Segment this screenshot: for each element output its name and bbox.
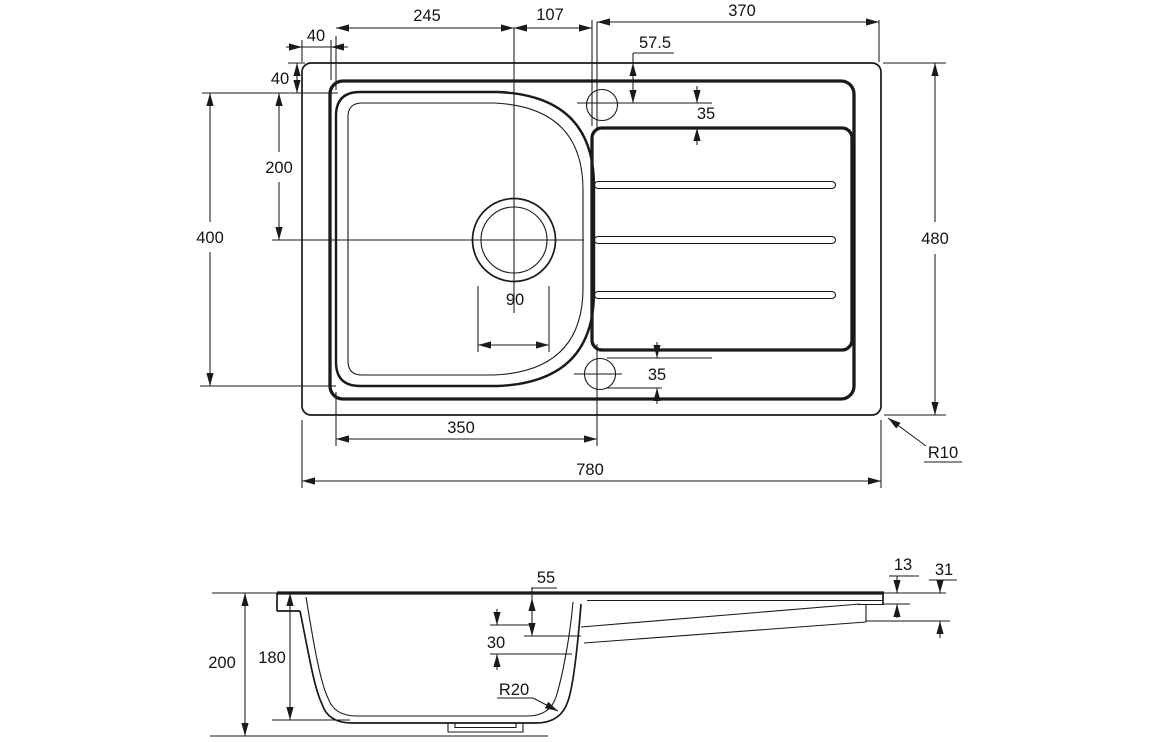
dim-label-bowl-depth: 180 — [258, 649, 286, 667]
bowl-section-inner-wall — [305, 596, 574, 717]
dim-label-tap-to-drainer-bottom: 35 — [648, 366, 666, 384]
dim-label-bowl-left-to-drain: 245 — [413, 7, 441, 25]
dim-label-tap-to-drainer-top: 35 — [697, 105, 715, 123]
dim-label-drainer-step: 30 — [487, 634, 505, 652]
dim-label-bowl-top-to-drain: 200 — [265, 159, 293, 177]
bowl-inner-outline — [347, 102, 584, 376]
plan-extension-lines — [200, 20, 962, 488]
dim-label-tap-hole-from-top: 57.5 — [639, 34, 671, 52]
tap-hole-top — [577, 22, 712, 128]
section-extension-lines — [210, 575, 957, 737]
dim-label-bowl-width: 350 — [447, 419, 475, 437]
drainer-groove-1 — [593, 180, 837, 190]
dim-label-ledge-drop: 55 — [537, 569, 555, 587]
dim-label-bowl-length: 400 — [196, 229, 224, 247]
drainer-groove-2 — [593, 235, 837, 245]
section-view: 200 180 55 30 R20 13 31 — [208, 556, 957, 737]
dim-label-drain-diameter: 90 — [506, 291, 524, 309]
dim-label-edge-thickness: 13 — [894, 556, 912, 574]
dim-label-rim-offset-vertical: 40 — [271, 70, 289, 88]
dim-label-rim-offset-horizontal: 40 — [307, 27, 325, 45]
dim-label-edge-return-depth: 31 — [935, 561, 953, 579]
dim-label-corner-radius: R10 — [928, 444, 958, 462]
dim-label-section-overall-depth: 200 — [208, 654, 236, 672]
dim-label-overall-depth: 480 — [921, 230, 949, 248]
dim-label-drain-to-bowl-edge: 107 — [536, 6, 564, 24]
dim-label-overall-width: 780 — [576, 461, 604, 479]
drainer-groove-3 — [593, 290, 837, 300]
drainer-panel — [590, 126, 854, 352]
dim-label-bowl-bottom-radius: R20 — [499, 681, 529, 699]
bowl-section-outer-wall — [299, 603, 582, 724]
bowl-outer-outline — [334, 90, 596, 388]
plan-view: 245 107 370 40 40 57.5 35 200 400 480 90… — [196, 2, 962, 488]
drainer-slope-upper — [580, 603, 861, 628]
dim-label-drainer-width: 370 — [728, 2, 756, 20]
drain-boss-outer — [447, 723, 524, 733]
tap-hole-bottom — [574, 344, 622, 446]
drainer-slope-lower — [583, 621, 867, 644]
section-dimension-lines — [241, 580, 944, 736]
plan-dimension-lines — [206, 18, 939, 485]
drain-boss-inner — [454, 723, 517, 729]
